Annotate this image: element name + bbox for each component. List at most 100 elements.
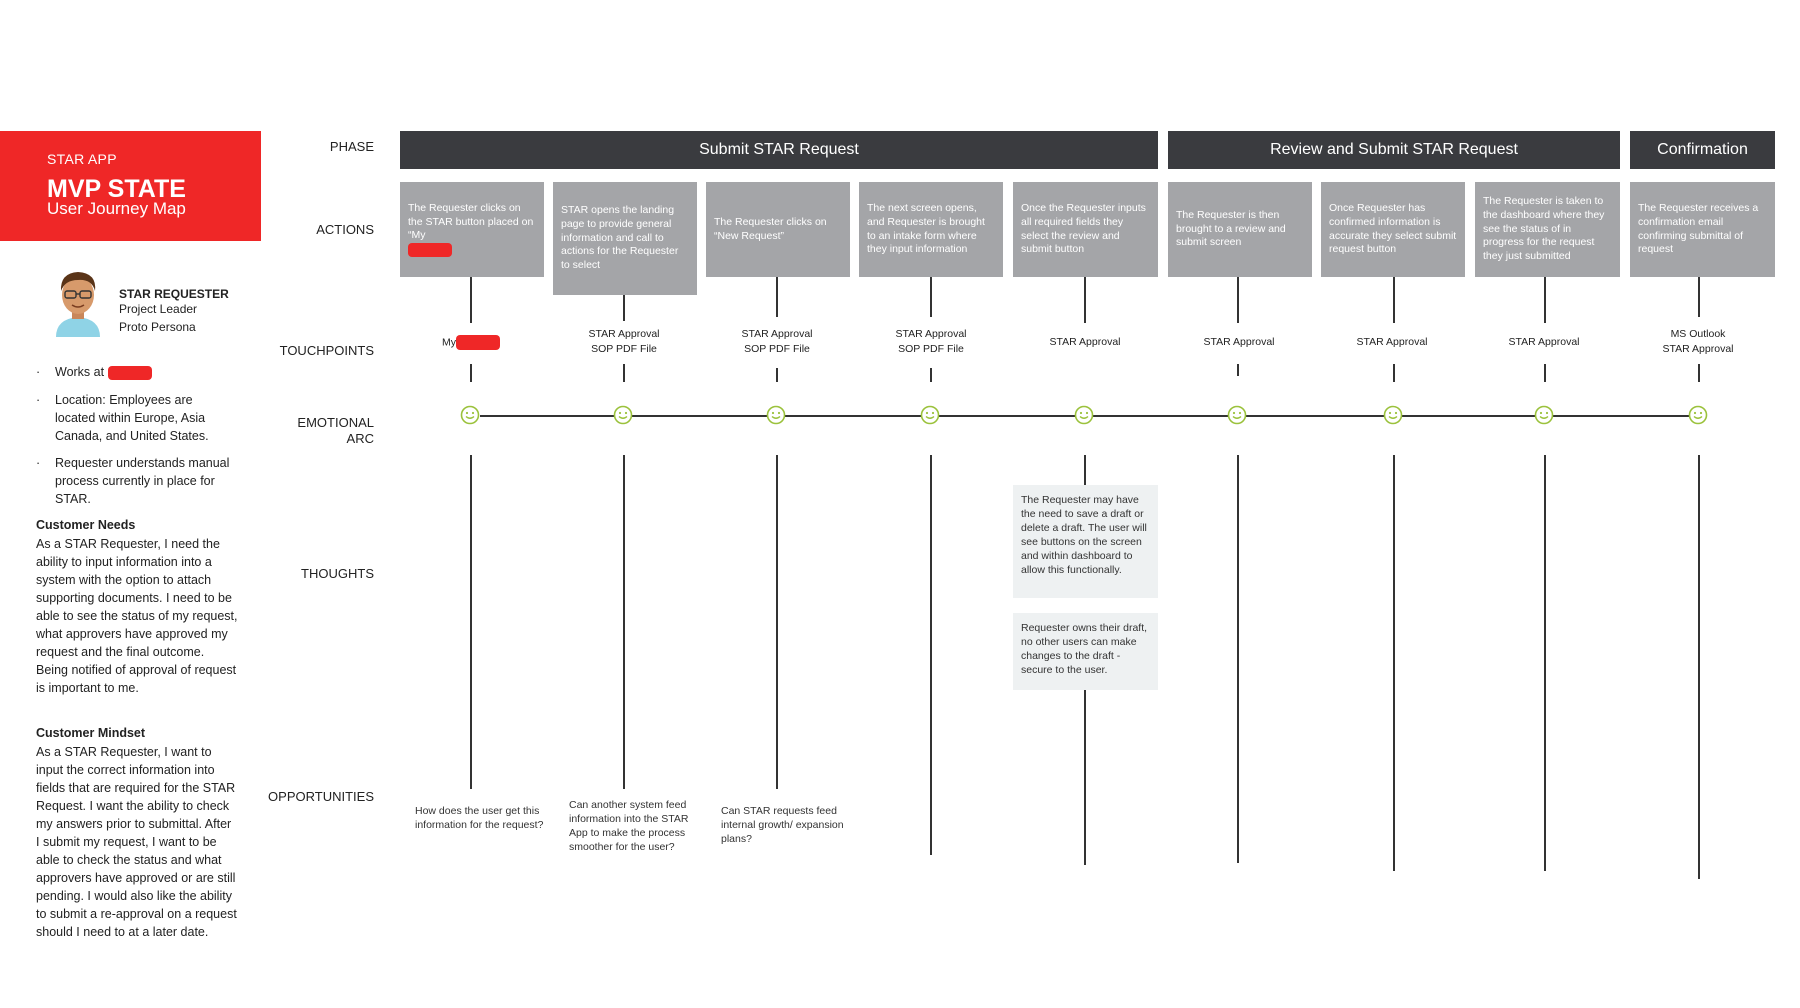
persona-bullet: · Works at [36, 363, 236, 381]
happy-icon [920, 405, 940, 425]
action-text: STAR opens the landing page to provide g… [561, 204, 679, 272]
touchpoint: STAR Approval [1469, 335, 1619, 350]
action-text: The next screen opens, and Requester is … [867, 201, 985, 256]
redaction-mark [456, 335, 500, 350]
touchpoint-text: SOP PDF File [744, 343, 810, 355]
app-label: STAR APP [47, 151, 117, 167]
touchpoint-text: My [442, 336, 456, 349]
opportunity-text: Can another system feed information into… [569, 799, 689, 853]
journey-line [623, 455, 625, 789]
customer-needs-text: As a STAR Requester, I need the ability … [36, 537, 238, 695]
row-label-thoughts: THOUGHTS [301, 566, 374, 581]
connector-line [1544, 364, 1546, 382]
persona-title: STAR REQUESTER [119, 287, 229, 301]
journey-line [1393, 455, 1395, 871]
happy-icon [1383, 405, 1403, 425]
customer-mindset-heading: Customer Mindset [36, 726, 146, 740]
journey-line [930, 455, 932, 855]
journey-line [470, 455, 472, 789]
action-card: The Requester is then brought to a revie… [1168, 182, 1312, 277]
phase-confirmation: Confirmation [1630, 131, 1775, 169]
touchpoint: STAR Approval [1317, 335, 1467, 350]
phase-review: Review and Submit STAR Request [1168, 131, 1620, 169]
persona-type: Proto Persona [119, 320, 196, 334]
connector-line [1393, 277, 1395, 323]
happy-icon [766, 405, 786, 425]
connector-line [1084, 277, 1086, 323]
action-card: Once the Requester inputs all required f… [1013, 182, 1158, 277]
customer-needs-heading: Customer Needs [36, 518, 136, 532]
thought-card: The Requester may have the need to save … [1013, 485, 1158, 598]
touchpoint-text: STAR Approval [741, 328, 813, 340]
connector-line [776, 277, 778, 317]
touchpoint-text: SOP PDF File [898, 343, 964, 355]
action-text: The Requester clicks on “New Request” [714, 215, 827, 242]
opportunity-text: Can STAR requests feed internal growth/ … [721, 805, 844, 845]
happy-icon [613, 405, 633, 425]
action-text: Once the Requester inputs all required f… [1021, 201, 1146, 256]
touchpoint: STAR Approval [1164, 335, 1314, 350]
connector-line [930, 368, 932, 382]
bullet-text: Requester understands manual process cur… [55, 456, 230, 506]
row-label-text: EMOTIONAL [297, 415, 374, 430]
bullet-text: Works at [55, 365, 105, 379]
touchpoint-text: STAR Approval [1203, 336, 1275, 348]
action-card: The next screen opens, and Requester is … [859, 182, 1003, 277]
redaction-mark [408, 243, 452, 258]
action-card: STAR opens the landing page to provide g… [553, 182, 697, 295]
row-label-touchpoints: TOUCHPOINTS [279, 343, 374, 358]
connector-line [623, 295, 625, 321]
touchpoint-text: STAR Approval [1356, 336, 1428, 348]
state-title: MVP STATE [47, 175, 186, 203]
touchpoint-text: MS Outlook [1670, 328, 1726, 340]
touchpoint-text: STAR Approval [895, 328, 967, 340]
phase-submit: Submit STAR Request [400, 131, 1158, 169]
action-card: Once Requester has confirmed information… [1321, 182, 1465, 277]
journey-line [1084, 455, 1086, 485]
thought-card: Requester owns their draft, no other use… [1013, 613, 1158, 690]
connector-line [1237, 277, 1239, 323]
touchpoint-text: STAR Approval [1508, 336, 1580, 348]
happy-icon [1688, 405, 1708, 425]
touchpoint-text: STAR Approval [1662, 343, 1734, 355]
action-text: The Requester is taken to the dashboard … [1483, 195, 1605, 263]
journey-line [1084, 690, 1086, 865]
touchpoint-text: STAR Approval [1049, 336, 1121, 348]
opportunity-text: How does the user get this information f… [415, 805, 544, 831]
action-card: The Requester is taken to the dashboard … [1475, 182, 1620, 277]
persona-bullet: · Requester understands manual process c… [36, 454, 236, 508]
persona-role: Project Leader [119, 302, 198, 316]
happy-icon [460, 405, 480, 425]
persona-bullet: · Location: Employees are located within… [36, 391, 236, 445]
row-label-text: ARC [346, 431, 374, 446]
touchpoint-text: STAR Approval [588, 328, 660, 340]
action-text: The Requester receives a confirmation em… [1638, 201, 1759, 256]
connector-line [1544, 277, 1546, 323]
connector-line [470, 277, 472, 323]
connector-line [1393, 364, 1395, 382]
connector-line [776, 368, 778, 382]
bullet-text: Location: Employees are located within E… [55, 393, 209, 443]
journey-line [776, 455, 778, 789]
action-card: The Requester receives a confirmation em… [1630, 182, 1775, 277]
connector-line [930, 277, 932, 317]
connector-line [623, 364, 625, 382]
happy-icon [1074, 405, 1094, 425]
redaction-mark [107, 365, 152, 380]
touchpoint-text: SOP PDF File [591, 343, 657, 355]
row-label-opportunities: OPPORTUNITIES [268, 789, 374, 804]
row-label-emotional-arc: EMOTIONAL ARC [254, 415, 374, 447]
action-card: The Requester clicks on the STAR button … [400, 182, 544, 277]
title-block: STAR APP MVP STATE User Journey Map [0, 131, 261, 241]
action-card: The Requester clicks on “New Request” [706, 182, 850, 277]
happy-icon [1534, 405, 1554, 425]
connector-line [1698, 277, 1700, 317]
map-subtitle: User Journey Map [47, 199, 186, 218]
action-text: The Requester is then brought to a revie… [1176, 208, 1286, 249]
touchpoint: STAR Approval [1010, 335, 1160, 350]
connector-line [1237, 364, 1239, 376]
